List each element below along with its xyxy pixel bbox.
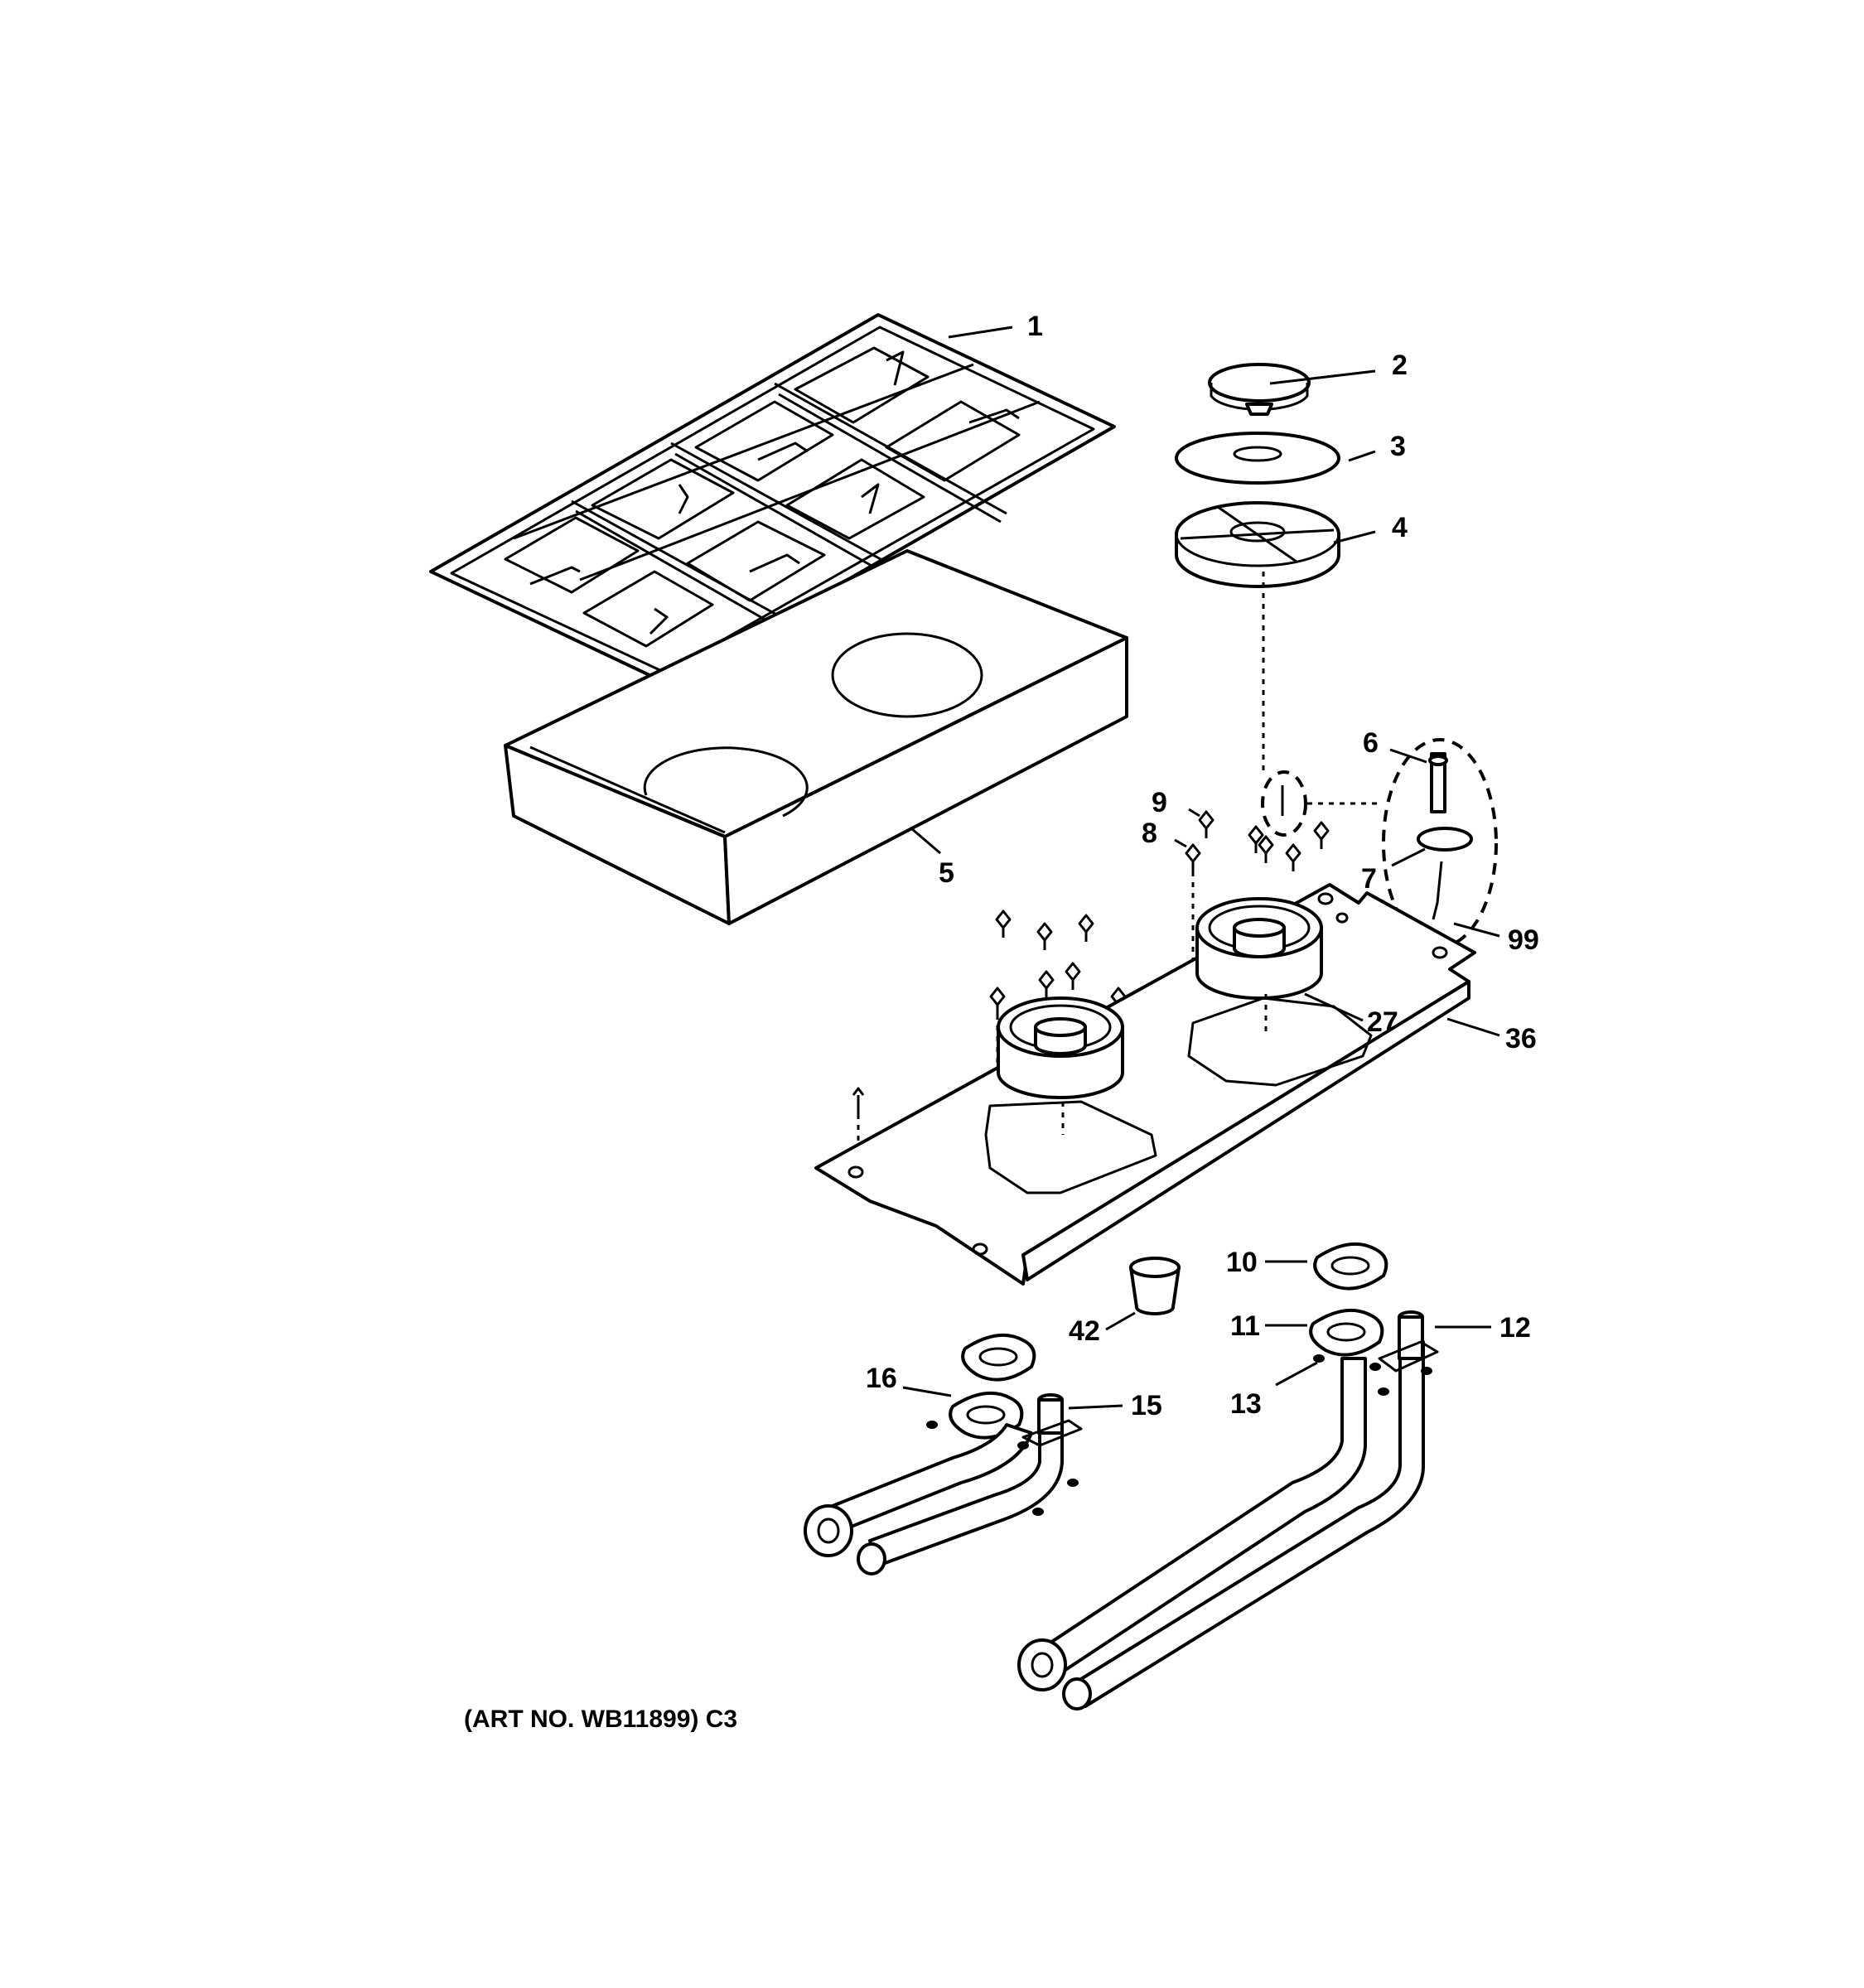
burner-tube-right: [1017, 1310, 1439, 1711]
art-number-caption: (ART NO. WB11899) C3: [464, 1706, 737, 1733]
callout-36: 36: [1505, 1023, 1537, 1054]
burner-base-right: [1195, 897, 1323, 1035]
drip-pan: [504, 549, 1128, 925]
callout-16: 16: [866, 1363, 897, 1394]
callout-8: 8: [1142, 818, 1157, 849]
igniter: [1417, 752, 1473, 920]
callout-5: 5: [939, 857, 954, 889]
burner-tube-left: [804, 1393, 1083, 1575]
burner-cap: [1208, 363, 1311, 416]
callout-12: 12: [1499, 1312, 1531, 1344]
burner-grate: [429, 313, 1116, 685]
callout-99: 99: [1508, 924, 1539, 956]
callout-1: 1: [1027, 311, 1043, 342]
callout-27: 27: [1367, 1006, 1398, 1038]
burner-base-left: [997, 996, 1124, 1135]
flame-spreader: [1175, 432, 1340, 485]
callout-7: 7: [1361, 863, 1377, 895]
callout-42: 42: [1069, 1315, 1100, 1347]
burner-box: [814, 883, 1476, 1286]
callout-2: 2: [1392, 350, 1408, 381]
callout-9: 9: [1152, 787, 1167, 818]
orifice-cap: [1129, 1257, 1181, 1315]
callout-13: 13: [1230, 1388, 1262, 1420]
callout-6: 6: [1363, 727, 1379, 759]
callout-3: 3: [1390, 431, 1406, 462]
burner-head: [1175, 501, 1340, 588]
callout-10: 10: [1226, 1247, 1258, 1278]
callout-labels: 1 2 3 4 5 6 7 8 9 99 27 36 10 11 12 13 1…: [866, 311, 1539, 1421]
callout-15: 15: [1131, 1390, 1162, 1421]
callout-11: 11: [1230, 1310, 1260, 1342]
leader-lines: [902, 326, 1500, 1410]
callout-4: 4: [1392, 512, 1408, 543]
